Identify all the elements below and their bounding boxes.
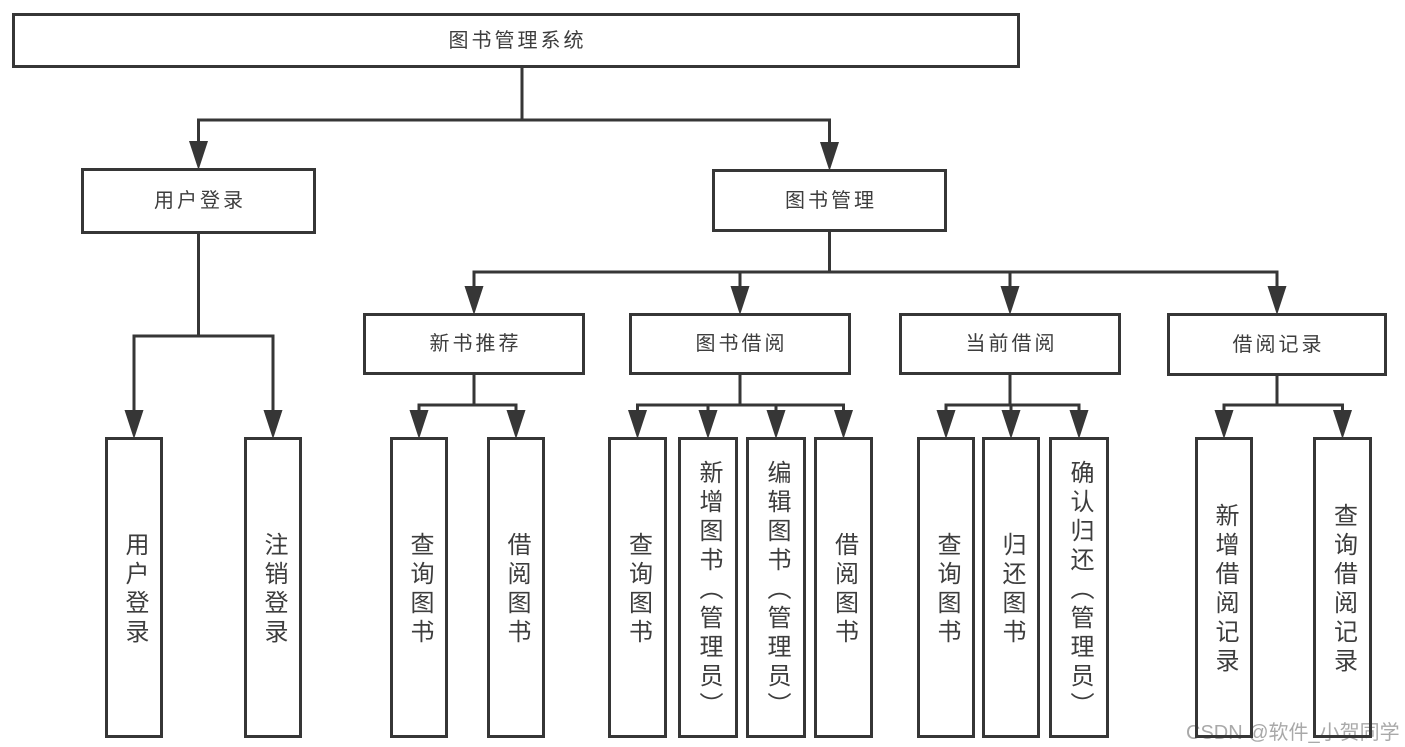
node-user-login: 用户登录 [81,168,316,234]
node-label-leaf-return-books: 归还图书 [998,532,1025,648]
node-label-leaf-query-books-2: 查询图书 [624,532,652,648]
node-label-current-borrowing: 当前借阅 [965,333,1058,355]
node-leaf-add-borrow-record: 新增借阅记录 [1195,437,1253,738]
arrowhead-icon [1214,410,1234,439]
node-leaf-query-borrow-record: 查询借阅记录 [1313,437,1372,738]
node-label-user-login: 用户登录 [154,190,246,212]
arrowhead-icon [766,410,786,439]
node-borrowing-records: 借阅记录 [1167,313,1387,376]
node-label-borrowing-records: 借阅记录 [1232,333,1325,356]
node-label-leaf-borrow-books-1: 借阅图书 [503,532,530,648]
node-book-borrowing: 图书借阅 [629,313,851,375]
node-label-leaf-query-borrow-record: 查询借阅记录 [1329,503,1357,677]
node-label-leaf-borrow-books-2: 借阅图书 [830,532,858,648]
node-root-library-system: 图书管理系统 [12,13,1020,68]
node-label-leaf-query-books-3: 查询图书 [933,532,960,648]
arrowhead-icon [1001,410,1021,439]
arrowhead-icon [834,410,853,439]
arrowhead-icon [698,410,718,439]
arrowhead-icon [1000,286,1020,315]
node-leaf-edit-books-admin: 编辑图书（管理员） [746,437,806,738]
node-leaf-return-books: 归还图书 [982,437,1040,738]
arrowhead-icon [464,286,484,315]
node-leaf-query-books-3: 查询图书 [917,437,975,738]
node-book-management: 图书管理 [712,169,947,232]
arrowhead-icon [263,410,283,439]
node-label-leaf-query-books-1: 查询图书 [406,532,433,648]
node-label-leaf-confirm-return-admin: 确认归还（管理员） [1066,459,1093,721]
node-leaf-logout: 注销登录 [244,437,302,738]
arrowhead-icon [124,410,144,439]
node-label-leaf-add-borrow-record: 新增借阅记录 [1211,503,1238,677]
node-leaf-user-login: 用户登录 [105,437,163,738]
node-label-book-management: 图书管理 [785,189,877,212]
arrowhead-icon [506,410,526,439]
arrowhead-icon [1333,410,1352,439]
arrowhead-icon [936,410,956,439]
arrowhead-icon [628,410,647,439]
arrowhead-icon [1267,286,1287,315]
node-label-leaf-logout: 注销登录 [260,532,287,648]
node-leaf-query-books-2: 查询图书 [608,437,667,738]
arrowhead-icon [409,410,429,439]
arrowhead-icon [730,286,750,315]
node-label-new-book-recommend: 新书推荐 [429,333,522,355]
node-leaf-borrow-books-2: 借阅图书 [814,437,873,738]
node-leaf-query-books-1: 查询图书 [390,437,448,738]
node-label-leaf-edit-books-admin: 编辑图书（管理员） [763,459,790,721]
watermark: CSDN @软件_小贺同学 [1186,722,1400,744]
arrowhead-icon [820,142,839,171]
arrowhead-icon [189,141,208,170]
node-label-root-library-system: 图书管理系统 [448,29,587,52]
node-label-book-borrowing: 图书借阅 [695,333,788,355]
node-current-borrowing: 当前借阅 [899,313,1121,375]
node-leaf-confirm-return-admin: 确认归还（管理员） [1049,437,1109,738]
node-leaf-borrow-books-1: 借阅图书 [487,437,545,738]
arrowhead-icon [1069,410,1089,439]
node-leaf-add-books-admin: 新增图书（管理员） [678,437,738,738]
node-label-leaf-user-login: 用户登录 [121,532,148,648]
node-label-leaf-add-books-admin: 新增图书（管理员） [695,459,722,721]
node-new-book-recommend: 新书推荐 [363,313,585,375]
